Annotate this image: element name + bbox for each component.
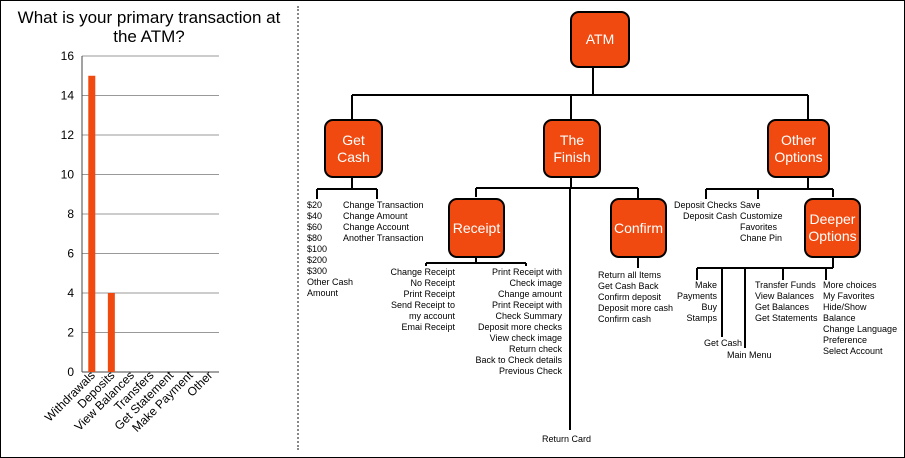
y-tick-label: 14	[61, 89, 75, 103]
receipt-right-list: Print Receipt with Check image Change am…	[475, 267, 562, 376]
y-tick-label: 16	[61, 49, 75, 63]
deeper-main-menu-label: Main Menu	[727, 350, 772, 360]
y-tick-label: 0	[67, 365, 74, 379]
confirm-list: Return all Items Get Cash Back Confirm d…	[598, 270, 674, 324]
y-tick-label: 4	[67, 286, 74, 300]
bar	[107, 293, 115, 372]
y-tick-label: 2	[67, 326, 74, 340]
chart-title: What is your primary transaction at the …	[17, 8, 281, 46]
bar	[88, 75, 96, 372]
deeper-more-list: More choices My Favorites Hide/Show Bala…	[823, 280, 898, 356]
y-tick-label: 6	[67, 247, 74, 261]
deeper-make-list: Make Payments Buy Stamps	[676, 280, 717, 323]
deeper-transfer-list: Transfer Funds View Balances Get Balance…	[755, 280, 818, 323]
get-cash-amounts-list: $20 $40 $60 $80 $100 $200 $300 Other Cas…	[307, 200, 354, 298]
y-tick-label: 10	[61, 168, 75, 182]
deeper-get-cash-label: Get Cash	[704, 338, 743, 348]
other-left-list: Deposit Checks Deposit Cash	[673, 200, 737, 221]
return-card-label: Return Card	[542, 434, 592, 444]
receipt-left-list: Change Receipt No Receipt Print Receipt …	[390, 267, 455, 332]
node-receipt: Receipt	[448, 198, 505, 258]
y-tick-label: 8	[67, 207, 74, 221]
node-confirm: Confirm	[610, 198, 667, 258]
y-tick-label: 12	[61, 128, 75, 142]
get-cash-changes-list: Change Transaction Change Amount Change …	[343, 200, 424, 243]
other-right-list: Save Customize Favorites Chane Pin	[740, 200, 783, 243]
node-atm: ATM	[570, 11, 630, 68]
divider	[297, 6, 299, 450]
